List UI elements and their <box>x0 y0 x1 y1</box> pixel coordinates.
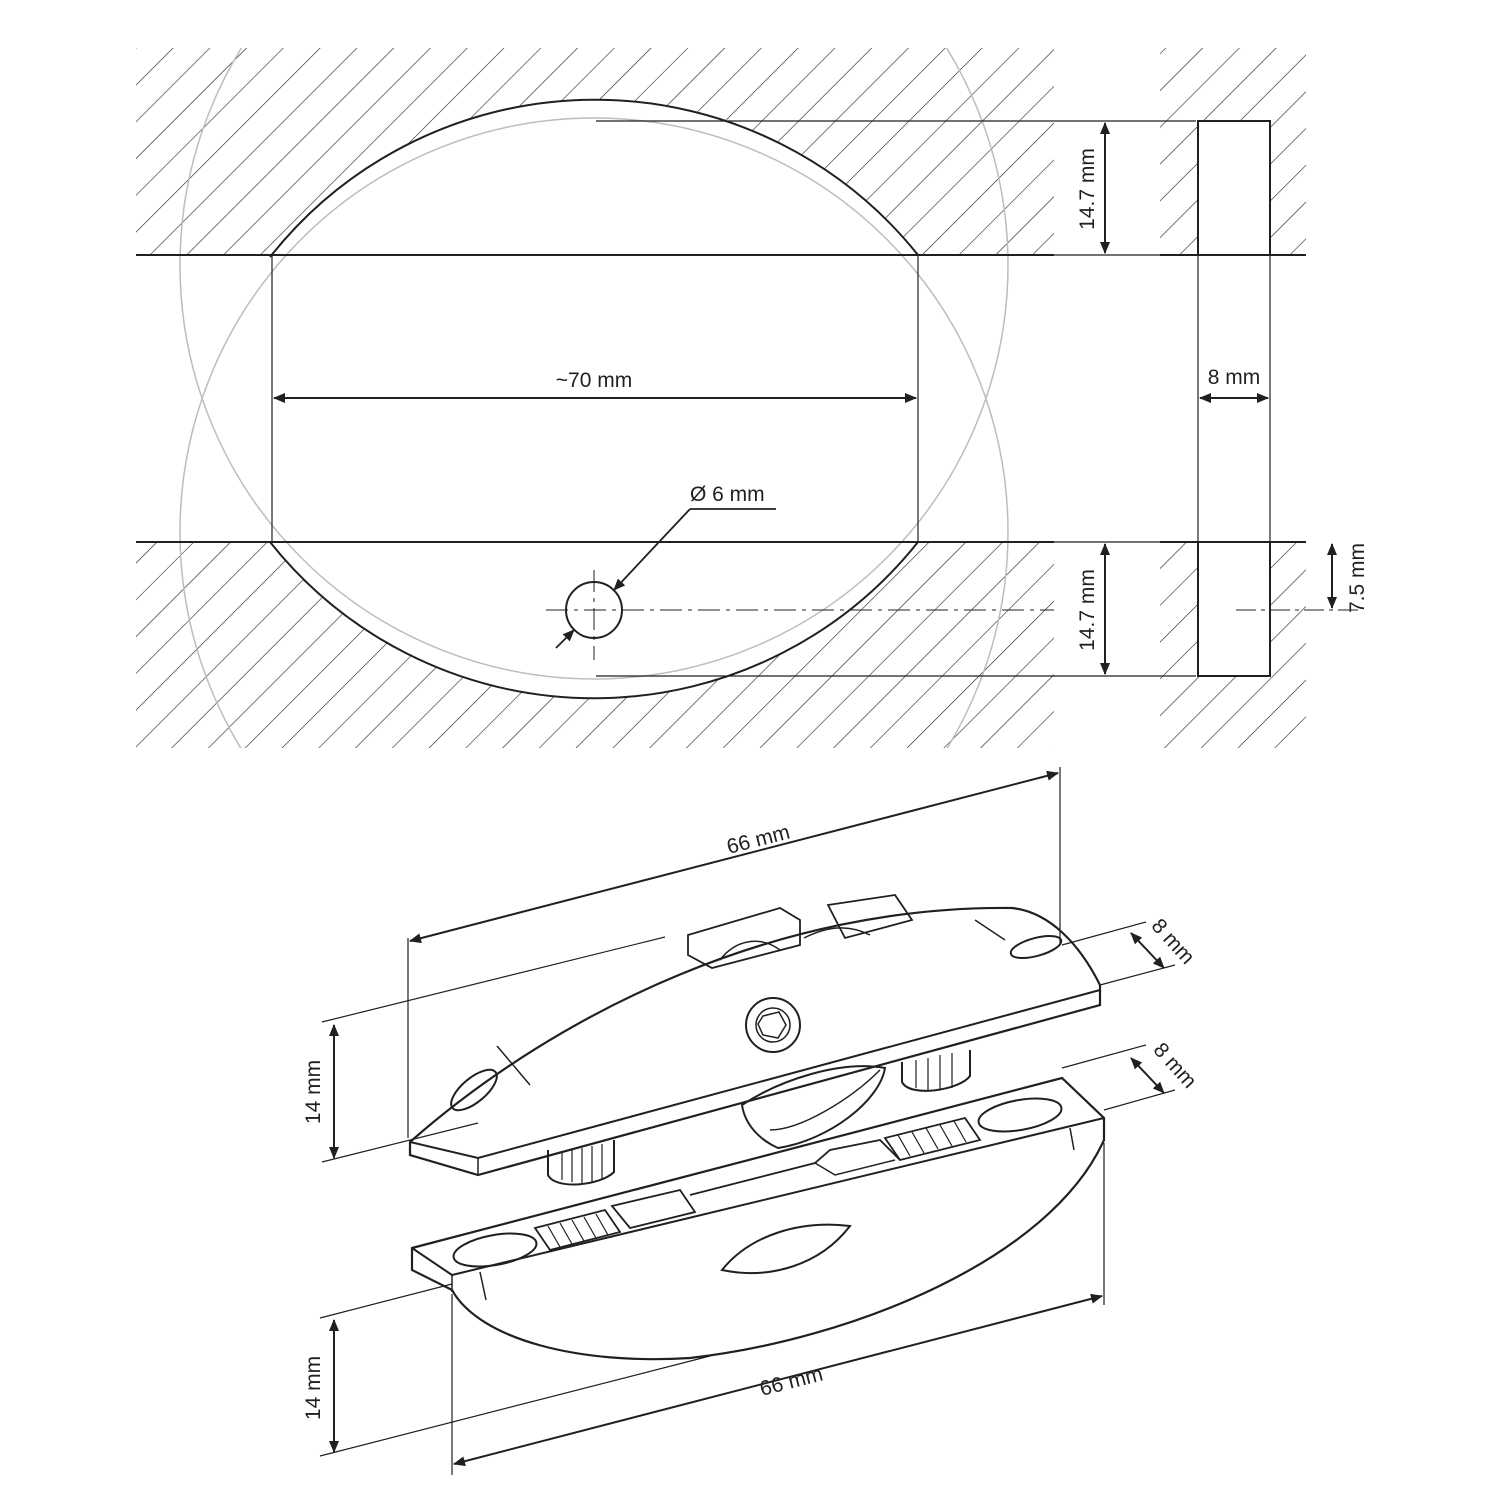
bottom-left-slot-icon <box>452 1232 538 1268</box>
upper-cutout-arc <box>269 98 919 258</box>
hole-offset-label: 7.5 mm <box>1346 543 1369 613</box>
top-connector-part <box>408 894 1102 1186</box>
right-section-body <box>1160 48 1306 748</box>
bottom-height-label: 14 mm <box>302 1356 325 1420</box>
top-thickness-label: 8 mm <box>1147 914 1199 968</box>
center-boss <box>740 1065 887 1150</box>
top-left-slot-icon <box>450 1068 498 1112</box>
top-right-peg <box>901 1050 971 1092</box>
bottom-right-grip <box>883 1116 982 1162</box>
bottom-thickness-dimension <box>1130 1057 1165 1094</box>
cutout-length-label: ~70 mm <box>556 369 632 392</box>
slot-width-label: 8 mm <box>1208 366 1261 389</box>
top-length-label: 66 mm <box>724 821 792 859</box>
construction-circles <box>179 48 1009 748</box>
bottom-connector-part <box>410 1076 1106 1361</box>
lower-cutout-arc <box>269 541 919 700</box>
hole-diameter-label: Ø 6 mm <box>690 483 765 506</box>
lower-depth-label: 14.7 mm <box>1076 569 1099 651</box>
top-thickness-dimension <box>1130 932 1165 969</box>
top-height-label: 14 mm <box>302 1060 325 1124</box>
isometric-view: 66 mm 14 mm 8 mm <box>302 767 1201 1475</box>
lower-hatched-region <box>136 542 1054 748</box>
bottom-left-grip <box>533 1208 622 1252</box>
bottom-center-lens-cutout <box>720 1223 852 1274</box>
bottom-length-label: 66 mm <box>757 1363 825 1401</box>
slot-upper-outline <box>1197 120 1271 256</box>
upper-hatched-region <box>136 48 1054 255</box>
upper-depth-label: 14.7 mm <box>1076 148 1099 230</box>
slot-lower-outline <box>1197 541 1271 677</box>
left-section-body <box>136 48 1054 748</box>
top-right-slot-icon <box>1009 935 1063 959</box>
top-left-peg <box>547 1140 615 1186</box>
section-view: ~70 mm Ø 6 mm 14.7 mm 14.7 mm <box>136 48 1369 748</box>
bottom-length-dimension <box>453 1293 1103 1467</box>
top-length-dimension <box>409 770 1059 944</box>
bottom-right-slot-icon <box>977 1097 1063 1133</box>
hex-screw-icon <box>745 997 801 1053</box>
